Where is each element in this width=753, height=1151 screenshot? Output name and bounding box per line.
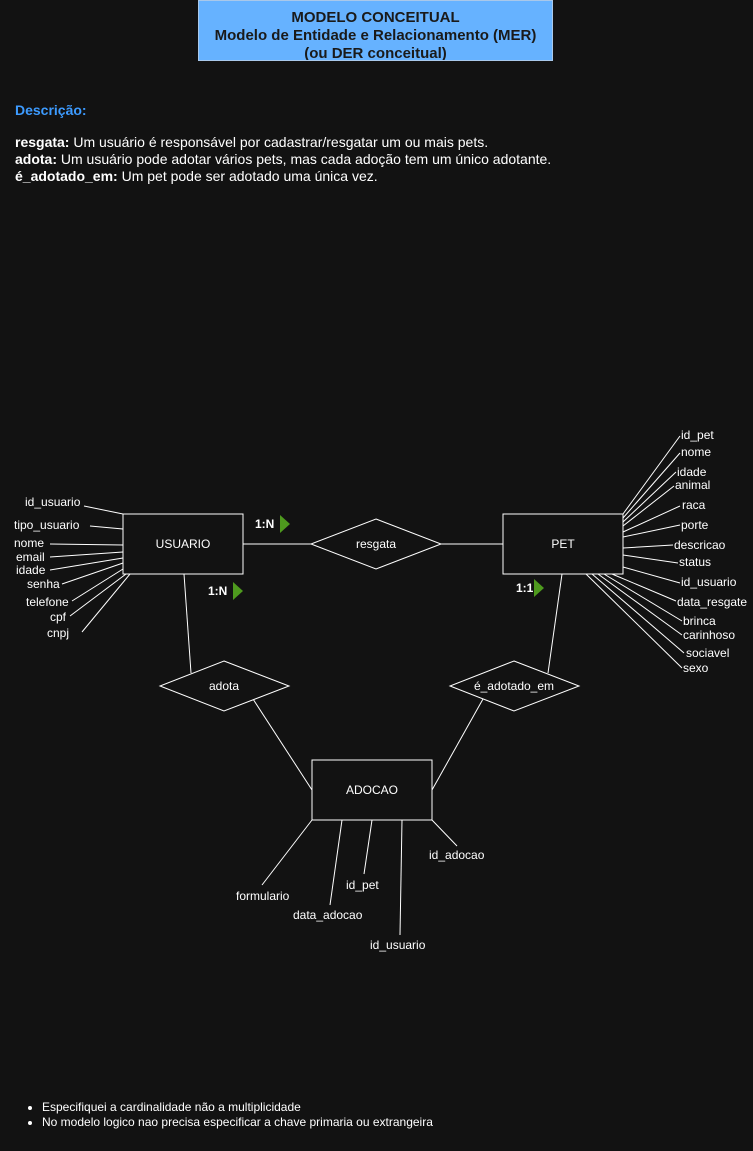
term-resgata: resgata: <box>15 134 70 150</box>
attr-usuario-email: email <box>16 550 45 564</box>
attr-adocao-formulario: formulario <box>236 889 290 903</box>
attr-usuario-id-usuario: id_usuario <box>25 495 81 509</box>
attr-pet-descricao: descricao <box>674 538 726 552</box>
arrow-e-adotado-em-icon <box>534 579 544 597</box>
term-adota: adota: <box>15 151 57 167</box>
attr-usuario-cpf: cpf <box>50 610 67 624</box>
arrow-adota-icon <box>233 582 243 600</box>
arrow-resgata-icon <box>280 515 290 533</box>
relationship-e-adotado-em <box>448 660 581 712</box>
cardinality-adota: 1:N <box>208 584 227 598</box>
attr-usuario-tipo-usuario: tipo_usuario <box>14 518 80 532</box>
attr-adocao-id-adocao: id_adocao <box>429 848 485 862</box>
attr-pet-id-usuario: id_usuario <box>681 575 737 589</box>
cardinality-e-adotado-em: 1:1 <box>516 581 534 595</box>
attr-pet-status: status <box>679 555 711 569</box>
connector-lines <box>49 435 685 936</box>
entity-adocao-label: ADOCAO <box>346 783 398 797</box>
note-item: Especifiquei a cardinalidade não a multi… <box>42 1100 433 1115</box>
attr-pet-idade: idade <box>677 465 707 479</box>
attr-pet-carinhoso: carinhoso <box>683 628 735 642</box>
entity-pet <box>502 513 624 575</box>
relationship-e-adotado-em-label: é_adotado_em <box>474 679 554 693</box>
entity-usuario-label: USUARIO <box>156 537 211 551</box>
attr-pet-animal: animal <box>675 478 710 492</box>
note-item: No modelo logico nao precisa especificar… <box>42 1115 433 1130</box>
attr-pet-sociavel: sociavel <box>686 646 729 660</box>
title-line-3: (ou DER conceitual) <box>304 45 447 61</box>
relationship-resgata-label: resgata <box>356 537 396 551</box>
attr-pet-id-pet: id_pet <box>681 428 714 442</box>
desc-text-adota: Um usuário pode adotar vários pets, mas … <box>57 151 552 167</box>
attr-usuario-telefone: telefone <box>26 595 69 609</box>
title-line-1: MODELO CONCEITUAL <box>291 9 460 26</box>
attr-adocao-id-usuario: id_usuario <box>370 938 426 952</box>
attr-adocao-data-adocao: data_adocao <box>293 908 363 922</box>
title-line-2: Modelo de Entidade e Relacionamento (MER… <box>214 27 537 44</box>
attr-pet-nome: nome <box>681 445 711 459</box>
desc-text-e-adotado-em: Um pet pode ser adotado uma única vez. <box>117 168 378 184</box>
attr-usuario-senha: senha <box>27 577 60 591</box>
relationship-resgata <box>309 518 443 570</box>
entity-pet-label: PET <box>551 537 575 551</box>
attr-usuario-cnpj: cnpj <box>47 626 69 640</box>
cardinality-resgata: 1:N <box>255 517 274 531</box>
attr-pet-porte: porte <box>681 518 709 532</box>
desc-text-resgata: Um usuário é responsável por cadastrar/r… <box>69 134 489 150</box>
term-e-adotado-em: é_adotado_em: <box>15 168 118 184</box>
entity-adocao <box>311 759 433 821</box>
entity-usuario <box>122 513 244 575</box>
diagram-title: MODELO CONCEITUAL Modelo de Entidade e R… <box>198 0 553 61</box>
attr-usuario-idade: idade <box>16 563 46 577</box>
attr-pet-brinca: brinca <box>683 614 716 628</box>
relationship-adota-label: adota <box>209 679 239 693</box>
relationship-adota <box>158 660 291 712</box>
description-e-adotado-em: é_adotado_em: Um pet pode ser adotado um… <box>15 168 378 184</box>
attr-pet-sexo: sexo <box>683 661 709 675</box>
attr-pet-data-resgate: data_resgate <box>677 595 747 609</box>
attr-usuario-nome: nome <box>14 536 44 550</box>
notes-list: Especifiquei a cardinalidade não a multi… <box>22 1100 433 1130</box>
description-adota: adota: Um usuário pode adotar vários pet… <box>15 151 551 167</box>
description-resgata: resgata: Um usuário é responsável por ca… <box>15 134 488 150</box>
attr-adocao-id-pet: id_pet <box>346 878 379 892</box>
attr-pet-raca: raca <box>682 498 706 512</box>
description-heading: Descrição: <box>15 102 87 118</box>
